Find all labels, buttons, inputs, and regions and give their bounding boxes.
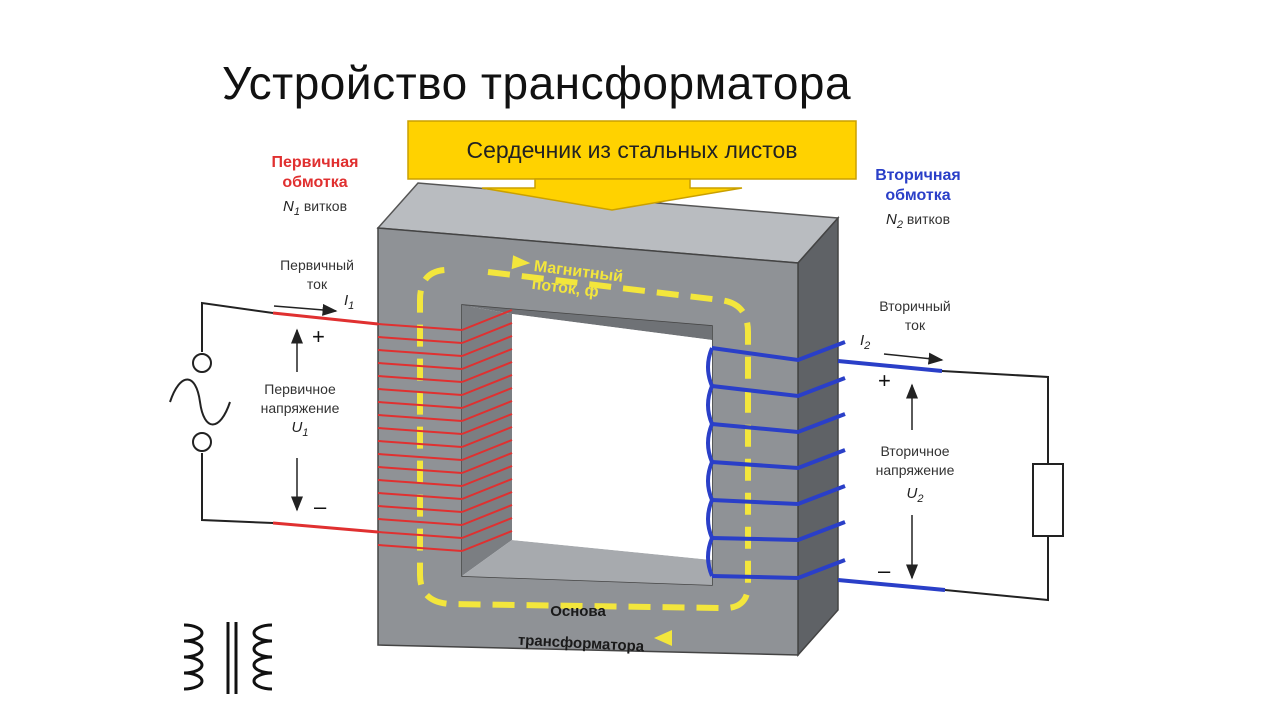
secondary-winding-title: Вторичная обмотка N2 витков: [848, 166, 988, 235]
secondary-current-label: Вторичный ток: [879, 298, 951, 333]
secondary-circuit: [941, 370, 1064, 602]
primary-turns: N1 витков: [282, 198, 348, 218]
secondary-minus-sign: –: [878, 558, 891, 583]
core-window-top-inner: [462, 305, 712, 340]
ac-source-icon: [169, 378, 231, 426]
core-callout-label: Сердечник из стальных листов: [466, 136, 798, 163]
primary-coil: [377, 309, 513, 552]
primary-current-arrow: [273, 303, 338, 316]
primary-current-symbol: I1: [344, 292, 355, 313]
secondary-voltage-label: Вторичное напряжение U2: [875, 443, 955, 505]
core-side-face: [797, 216, 839, 657]
primary-lead-top: [272, 311, 379, 326]
primary-plus-sign: +: [312, 324, 325, 349]
primary-current-label: Первичный ток: [280, 257, 354, 292]
core-callout: [407, 120, 857, 211]
primary-voltage-label: Первичное напряжение U1: [260, 381, 340, 439]
core-window-opening: [512, 314, 712, 560]
secondary-coil: [706, 340, 846, 581]
secondary-lead-bottom: [837, 578, 946, 592]
flux-arrow-bottom: [654, 630, 672, 646]
primary-circuit: [192, 301, 274, 524]
page-title: Устройство трансформатора: [222, 57, 852, 109]
primary-minus-sign: –: [314, 494, 327, 519]
secondary-current-symbol: I2: [860, 332, 871, 353]
secondary-plus-sign: +: [878, 368, 891, 393]
primary-lead-bottom: [272, 521, 379, 534]
core-window-left-inner: [462, 305, 512, 576]
secondary-current-arrow: [883, 352, 944, 365]
primary-winding-title: Первичная обмотка N1 витков: [240, 153, 390, 222]
flux-arrow-top: [511, 255, 531, 270]
core-window-bottom-inner: [462, 540, 712, 585]
secondary-turns: N2 витков: [885, 211, 951, 231]
secondary-lead-top: [837, 359, 943, 373]
transformer-symbol-icon: [183, 622, 273, 694]
base-label-line1: Основа: [550, 603, 606, 620]
